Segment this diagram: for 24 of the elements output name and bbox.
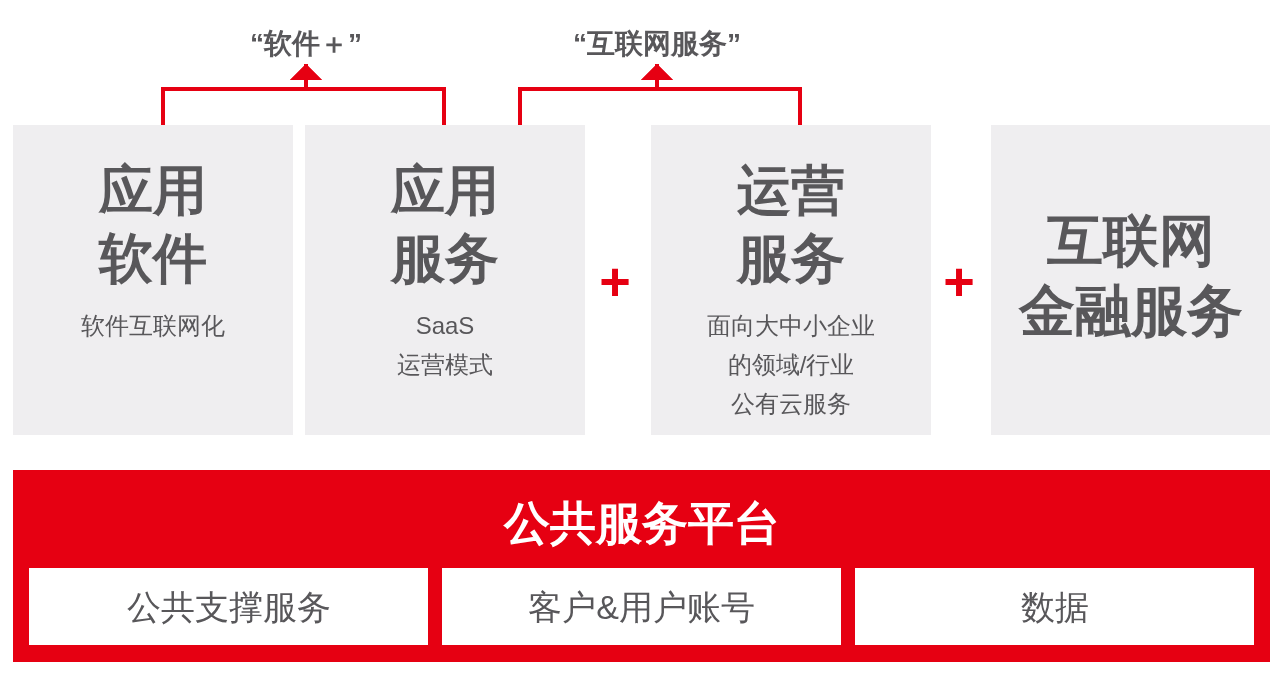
service-tile — [855, 568, 1254, 645]
bracket-arrow — [290, 64, 446, 125]
service-label: 客户&用户账号 — [528, 586, 755, 628]
service-label: 公共支撑服务 — [126, 586, 331, 628]
card-heading: 应用软件 — [99, 159, 207, 290]
plus-sign: + — [943, 253, 975, 309]
category-card — [13, 125, 293, 435]
card-heading: 应用服务 — [391, 159, 499, 290]
service-tile — [442, 568, 841, 645]
card-heading: 互联网金融服务 — [1018, 208, 1243, 344]
platform-title: 公共服务平台 — [503, 496, 780, 551]
service-label: 数据 — [1020, 586, 1089, 628]
category-card — [305, 125, 585, 435]
plus-sign: + — [599, 253, 631, 309]
bracket-arrow — [641, 64, 802, 125]
category-card — [651, 125, 931, 435]
card-description: 软件互联网化 — [81, 311, 225, 341]
card-description: 面向大中小企业的领域/行业公有云服务 — [707, 311, 875, 419]
card-description: SaaS 运营模式 — [397, 311, 493, 380]
service-tile — [29, 568, 428, 645]
slogan-label: “软件＋” — [250, 24, 362, 64]
platform-band — [13, 470, 1270, 662]
slogan-label: “互联网服务” — [573, 24, 741, 64]
card-heading: 运营服务 — [737, 159, 845, 290]
